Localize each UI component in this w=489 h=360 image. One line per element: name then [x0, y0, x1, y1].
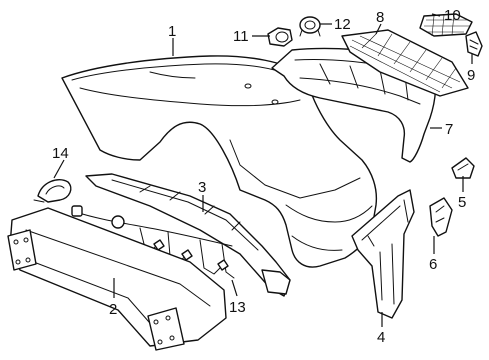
upper-grille [419, 13, 473, 37]
callout-8: 8 [376, 9, 384, 26]
callout-12: 12 [334, 16, 351, 33]
reflector-bracket [465, 31, 483, 57]
corner-bracket [429, 197, 453, 237]
callout-13: 13 [229, 299, 246, 316]
callout-1: 1 [168, 23, 176, 40]
lower-support [85, 173, 291, 297]
plug [267, 27, 293, 47]
callout-5: 5 [458, 194, 466, 211]
clip [33, 178, 72, 203]
callout-9: 9 [467, 67, 475, 84]
callout-2: 2 [109, 301, 117, 318]
callout-3: 3 [198, 179, 206, 196]
small-mount [451, 157, 475, 179]
callout-10: 10 [444, 7, 461, 24]
callout-7: 7 [445, 121, 453, 138]
grommet [299, 16, 321, 37]
callout-14: 14 [52, 145, 69, 162]
callout-4: 4 [377, 329, 385, 346]
side-bracket [351, 189, 415, 319]
reinforcement-beam [7, 207, 227, 351]
leader-lines [53, 13, 473, 327]
callouts: 1 2 3 4 5 6 7 8 9 10 11 12 13 14 [52, 7, 475, 346]
grille-mesh [341, 29, 469, 97]
bumper-cover [61, 55, 378, 268]
callout-11: 11 [233, 28, 249, 45]
wiring-harness [71, 205, 235, 279]
callout-6: 6 [429, 256, 437, 273]
